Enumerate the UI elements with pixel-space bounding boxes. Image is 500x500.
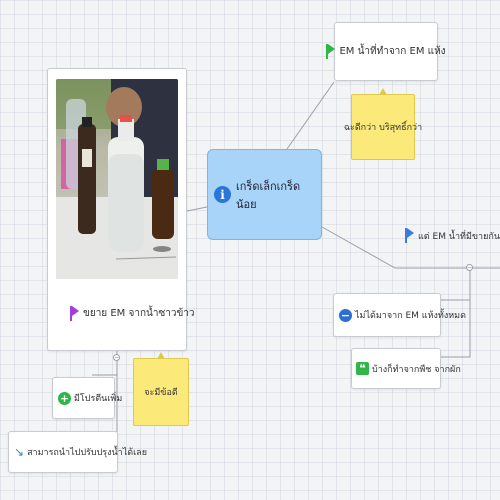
central-topic-label: เกร็ดเล็กเกร็ดน้อย	[236, 179, 301, 211]
topic-em-liquid-label: EM น้ำที่ทำจาก EM แห้ง	[339, 46, 446, 57]
topic-more-protein-label: มีโปรตีนเพิ่ม	[74, 394, 123, 404]
topic-rice-water[interactable]: ขยาย EM จากน้ำซาวข้าว	[47, 68, 195, 351]
plus-circle-icon: +	[58, 391, 71, 405]
collapse-toggle-left[interactable]: −	[113, 354, 120, 361]
note-em-liquid-text: ฉะดีกว่า บริสุทธิ์กว่า	[343, 123, 423, 133]
flag-blue-icon	[405, 228, 414, 243]
topic-improve-water[interactable]: ↘ สามารถนำไปปรับปรุงน้ำได้เลย	[8, 431, 147, 473]
arrow-down-right-icon: ↘	[14, 445, 25, 459]
topic-not-all-dry-em-label: ไม่ได้มาจาก EM แห้งทั้งหมด	[355, 311, 466, 321]
topic-not-all-dry-em[interactable]: − ไม่ได้มาจาก EM แห้งทั้งหมด	[333, 293, 466, 337]
minus-circle-icon: −	[339, 308, 352, 322]
central-topic[interactable]: i เกร็ดเล็กเกร็ดน้อย	[207, 149, 322, 240]
topic-em-sold-label: แต่ EM น้ำที่มีขายกัน	[418, 231, 500, 242]
note-em-liquid[interactable]: ฉะดีกว่า บริสุทธิ์กว่า	[344, 88, 422, 160]
quote-icon: ❝	[356, 362, 369, 375]
flag-green-icon	[326, 44, 336, 59]
note-rice-water-text: จะมีข้อดี	[144, 388, 178, 398]
info-icon: i	[214, 186, 231, 203]
topic-rice-water-label: ขยาย EM จากน้ำซาวข้าว	[83, 308, 195, 319]
topic-more-protein[interactable]: + มีโปรตีนเพิ่ม	[52, 377, 122, 419]
topic-improve-water-label: สามารถนำไปปรับปรุงน้ำได้เลย	[27, 448, 147, 458]
topic-made-from-plants-label: บ้างก็ทำจากพืช จากผัก	[372, 364, 461, 375]
topic-made-from-plants[interactable]: ❝ บ้างก็ทำจากพืช จากผัก	[351, 348, 461, 389]
collapse-toggle[interactable]: −	[466, 264, 473, 271]
rice-water-photo	[56, 79, 178, 279]
note-rice-water[interactable]: จะมีข้อดี	[133, 352, 189, 426]
topic-em-liquid[interactable]: EM น้ำที่ทำจาก EM แห้ง	[326, 22, 446, 81]
topic-em-sold[interactable]: แต่ EM น้ำที่มีขายกัน	[405, 228, 500, 243]
flag-purple-icon	[70, 306, 79, 321]
